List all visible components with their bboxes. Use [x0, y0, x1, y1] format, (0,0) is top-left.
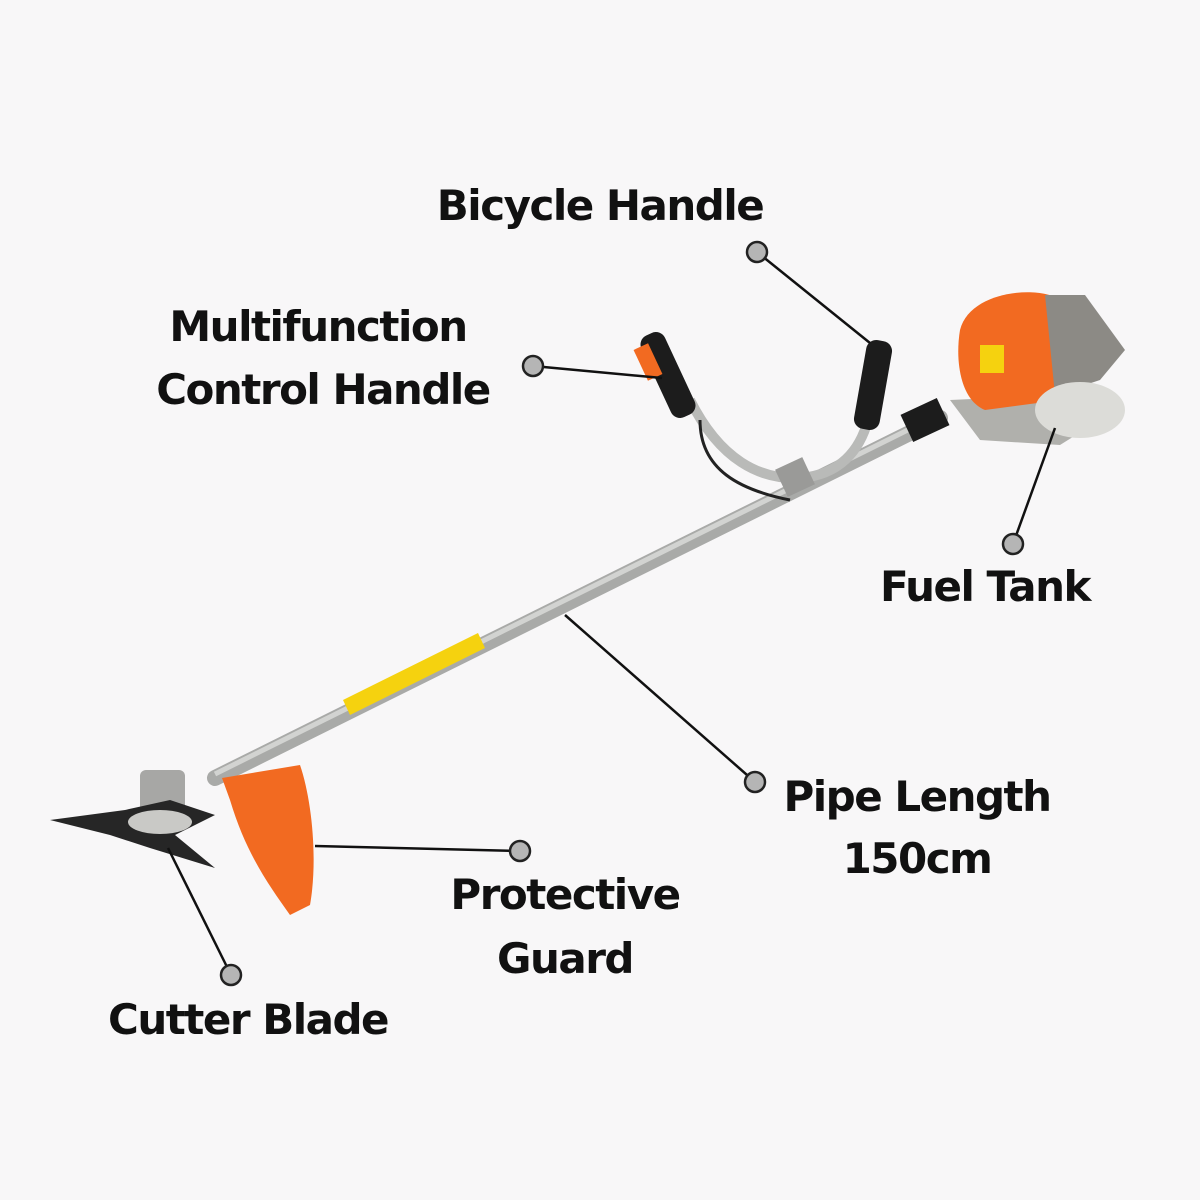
callout-dot-pipe-length — [743, 770, 767, 794]
label-fuel-tank: Fuel Tank — [880, 562, 1091, 611]
callout-dot-cutter-blade — [219, 963, 243, 987]
label-protective-guard-line2: Guard — [497, 934, 635, 983]
warning-sticker — [343, 633, 485, 715]
label-control-handle-line1: Multifunction — [169, 302, 468, 351]
engine — [900, 292, 1125, 445]
fuel-tank — [1035, 382, 1125, 438]
callout-dot-bicycle-handle — [745, 240, 769, 264]
cutter-blade — [50, 800, 215, 868]
label-bicycle-handle: Bicycle Handle — [436, 181, 765, 230]
callout-dot-fuel-tank — [1001, 532, 1025, 556]
callout-dot-protective-guard — [508, 839, 532, 863]
label-protective-guard-line1: Protective — [450, 870, 681, 919]
callout-dot-control-handle — [521, 354, 545, 378]
label-pipe-length-line2: 150cm — [842, 834, 993, 883]
control-handle-grip — [640, 332, 696, 418]
label-control-handle-line2: Control Handle — [156, 365, 491, 414]
protective-guard — [222, 765, 314, 915]
label-cutter-blade: Cutter Blade — [108, 995, 390, 1044]
bicycle-handle-grip — [853, 340, 893, 430]
label-pipe-length-line1: Pipe Length — [783, 772, 1052, 821]
